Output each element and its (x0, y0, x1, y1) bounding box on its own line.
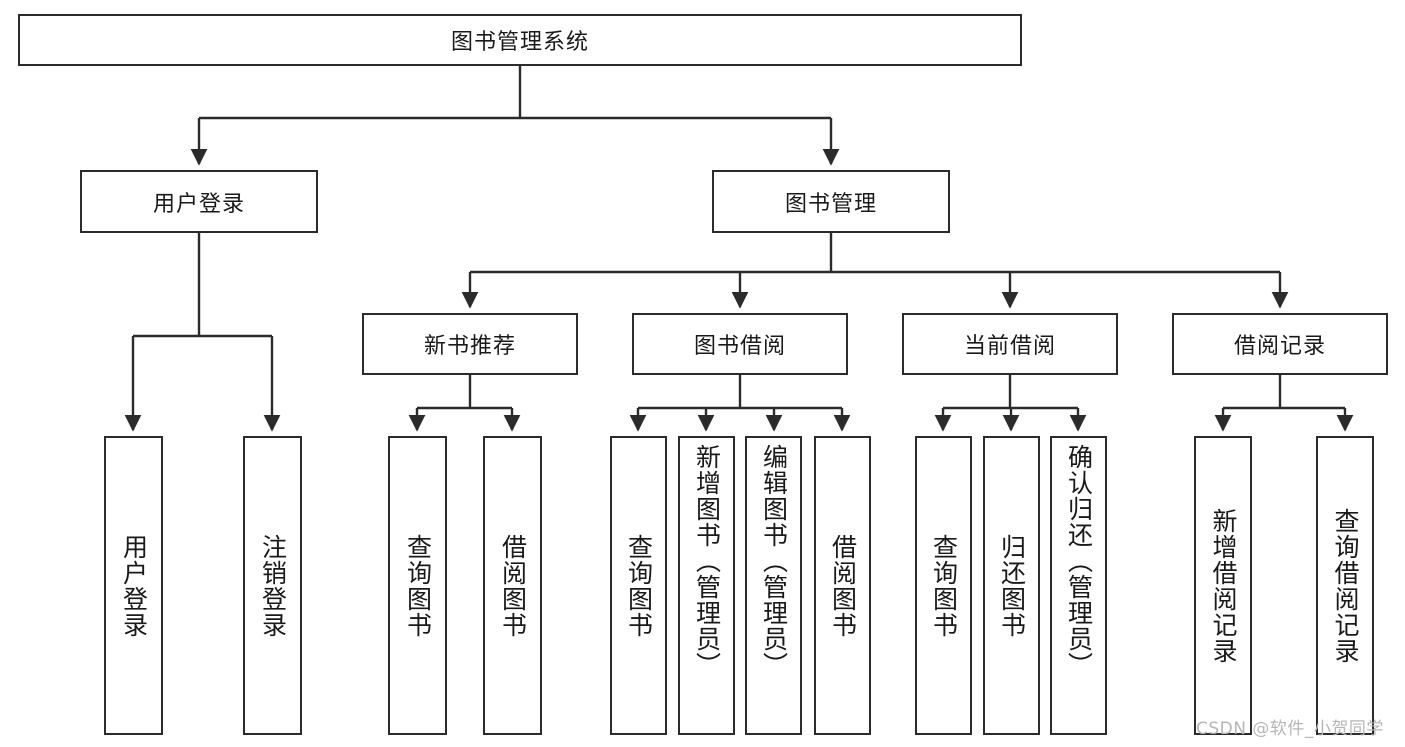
leaf-logout[interactable]: 注销登录 (243, 436, 302, 735)
leaf-label: 注销登录 (258, 533, 288, 638)
leaf-label: 新增借阅记录 (1209, 507, 1238, 664)
node-new-book-recommend[interactable]: 新书推荐 (362, 313, 578, 375)
leaf-label: 查询借阅记录 (1331, 507, 1360, 664)
node-book-borrow[interactable]: 图书借阅 (632, 313, 848, 375)
leaf-return-book[interactable]: 归还图书 (983, 436, 1040, 735)
leaf-label: 用户登录 (119, 533, 149, 638)
watermark: CSDN @软件_小贺同学 (1196, 719, 1384, 739)
leaf-edit-book-admin[interactable]: 编辑图书（管理员） (745, 436, 802, 735)
leaf-label: 查询图书 (929, 533, 959, 638)
leaf-label: 新增图书（管理员） (692, 444, 722, 678)
leaf-label: 归还图书 (997, 533, 1027, 638)
leaf-label: 编辑图书（管理员） (759, 444, 789, 678)
leaf-query-book-newbook[interactable]: 查询图书 (388, 436, 447, 735)
node-current-borrow[interactable]: 当前借阅 (902, 313, 1118, 375)
leaf-label: 借阅图书 (828, 533, 858, 638)
node-book-management[interactable]: 图书管理 (712, 170, 950, 233)
leaf-lend-book[interactable]: 借阅图书 (814, 436, 871, 735)
leaf-query-borrow-record[interactable]: 查询借阅记录 (1316, 436, 1374, 735)
leaf-add-book-admin[interactable]: 新增图书（管理员） (678, 436, 735, 735)
node-user-login[interactable]: 用户登录 (80, 170, 318, 233)
node-borrow-record[interactable]: 借阅记录 (1172, 313, 1388, 375)
leaf-query-book-current[interactable]: 查询图书 (915, 436, 972, 735)
leaf-label: 确认归还（管理员） (1064, 444, 1094, 678)
node-root-system[interactable]: 图书管理系统 (18, 14, 1022, 66)
leaf-confirm-return-admin[interactable]: 确认归还（管理员） (1050, 436, 1107, 735)
leaf-query-book-borrow[interactable]: 查询图书 (610, 436, 667, 735)
leaf-label: 查询图书 (403, 533, 433, 638)
leaf-user-login[interactable]: 用户登录 (104, 436, 163, 735)
leaf-label: 查询图书 (624, 533, 654, 638)
leaf-label: 借阅图书 (498, 533, 528, 638)
leaf-add-borrow-record[interactable]: 新增借阅记录 (1194, 436, 1252, 735)
leaf-borrow-book-newbook[interactable]: 借阅图书 (483, 436, 542, 735)
